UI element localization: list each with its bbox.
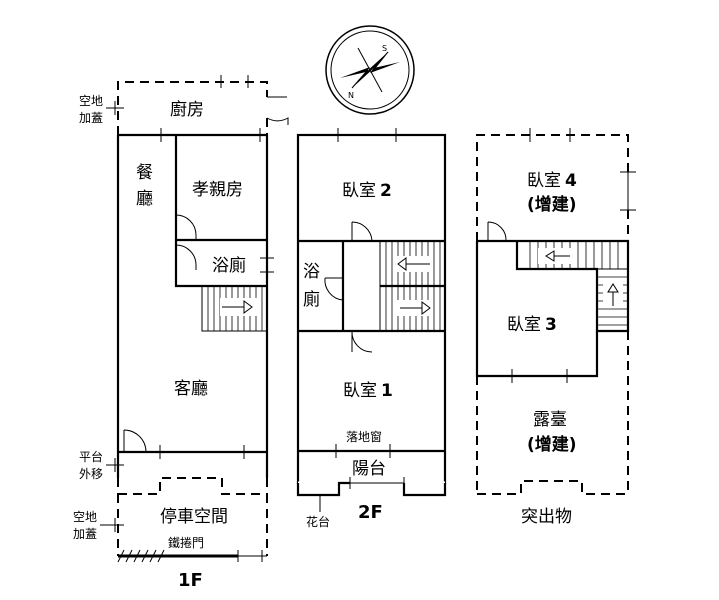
shutter-label: 鐵捲門 — [168, 535, 204, 550]
terrace-label: 露臺 — [533, 410, 567, 430]
compass-north-label: N — [348, 91, 354, 100]
roof-title: 突出物 — [521, 507, 572, 527]
bedroom3-label-b: 3 — [545, 315, 557, 335]
compass: S N — [325, 25, 415, 115]
bath2f-label-1: 浴 — [303, 262, 320, 282]
bathroom-label: 浴廁 — [212, 255, 246, 276]
bedroom4-label-a: 臥室 — [527, 171, 561, 191]
kitchen-label: 廚房 — [170, 99, 204, 120]
bedroom4-note: (增建) — [527, 194, 577, 215]
platform-note-1: 平台 — [79, 449, 103, 464]
parking-label: 停車空間 — [160, 507, 228, 527]
dining-label-2: 廳 — [136, 189, 153, 209]
bedroom1-label-a: 臥室 — [343, 381, 377, 401]
stairs-roof — [516, 240, 629, 332]
empty-cover-bottom-2: 加蓋 — [73, 527, 97, 541]
bedroom4-label-b: 4 — [565, 171, 577, 191]
empty-cover-bottom-1: 空地 — [73, 510, 97, 524]
living-label: 客廳 — [174, 379, 208, 399]
floor-1f-title: 1F — [178, 570, 203, 591]
compass-south-label: S — [382, 44, 387, 53]
dining-label-1: 餐 — [136, 163, 153, 183]
empty-cover-top-2: 加蓋 — [79, 111, 103, 125]
floor-roof: 臥室 4 (增建) 臥室 3 — [475, 128, 636, 527]
elder-room-label: 孝親房 — [192, 180, 243, 200]
shutter-hatch — [117, 549, 165, 563]
bedroom1-label-b: 1 — [381, 381, 393, 401]
bedroom3-label-a: 臥室 — [507, 315, 541, 335]
planter-label: 花台 — [306, 514, 330, 529]
terrace-note: (增建) — [527, 434, 577, 455]
french-window-label: 落地窗 — [346, 430, 382, 444]
floor-2f: 臥室 2 浴 廁 臥室 1 落地窗 — [296, 128, 447, 529]
balcony-label: 陽台 — [352, 459, 386, 479]
floor-1f: 廚房 孝親房 浴廁 餐 — [73, 75, 289, 591]
bath2f-label-2: 廁 — [303, 289, 320, 310]
bedroom2-label-b: 2 — [380, 181, 392, 201]
empty-cover-top-1: 空地 — [79, 94, 103, 108]
floor-2f-title: 2F — [358, 502, 383, 523]
bedroom2-label-a: 臥室 — [342, 181, 376, 201]
platform-note-2: 外移 — [79, 467, 103, 481]
